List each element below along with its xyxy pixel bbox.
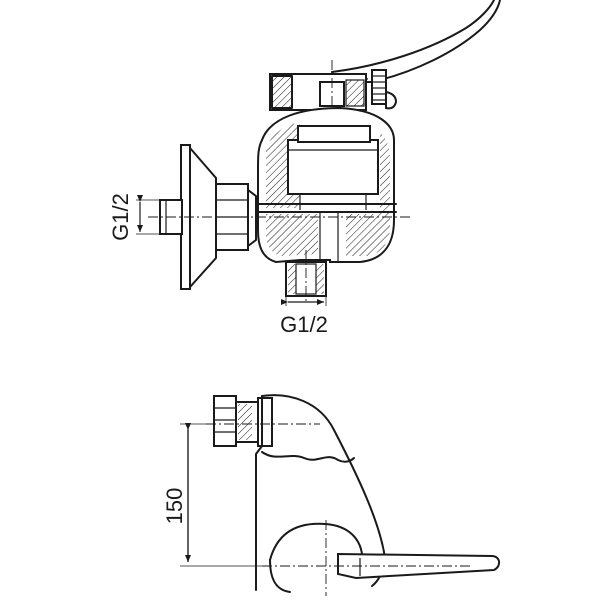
side-wall-connector <box>213 395 273 447</box>
set-screw-icon <box>371 69 398 110</box>
bottom-outlet-thread-label: G1/2 <box>280 312 328 337</box>
wall-inlet-thread-label: G1/2 <box>108 193 133 241</box>
side-body <box>206 394 500 596</box>
lever-handle <box>331 0 501 83</box>
dimension-wall-inlet: G1/2 <box>108 193 160 241</box>
height-dimension-label: 150 <box>162 488 187 525</box>
lever-mount <box>269 60 367 200</box>
top-section-view: G1/2 G1/2 <box>108 0 501 337</box>
dimension-height: 150 <box>162 423 262 567</box>
dimension-bottom-outlet: G1/2 <box>280 296 328 337</box>
mixer-body <box>255 106 397 264</box>
side-elevation-view: 150 <box>162 394 500 596</box>
